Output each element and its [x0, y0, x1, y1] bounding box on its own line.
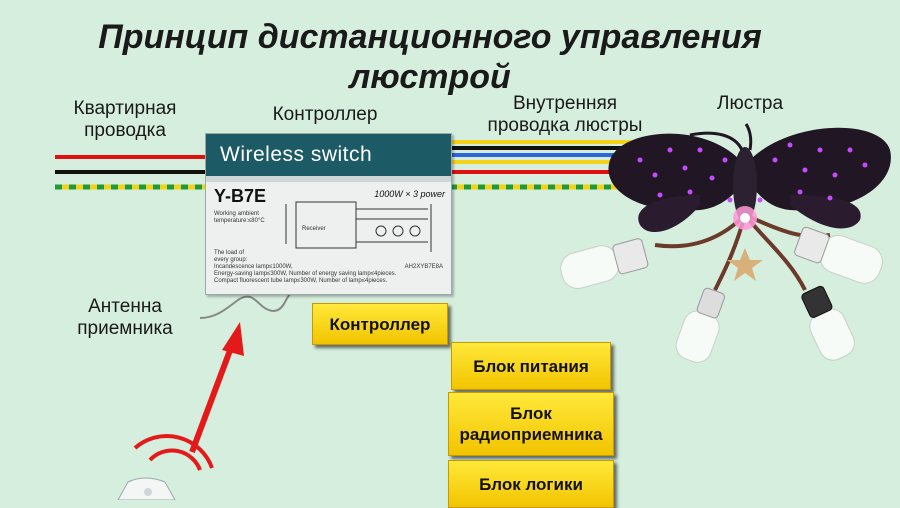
device-spec-text: The load of every group: Incandescence l…	[214, 250, 397, 284]
apartment-wiring-label: Квартирная проводка	[73, 98, 177, 141]
inner-wiring-label: Внутренняя проводка люстры	[487, 93, 643, 136]
diagram-title-line-1: Принцип дистанционного управления	[98, 18, 762, 56]
chandelier-label: Люстра	[716, 93, 784, 114]
receiver-text: Receiver	[302, 226, 326, 232]
device-model: Y-B7E	[214, 186, 267, 206]
chandelier-wires	[450, 140, 640, 190]
remote-signal-waves	[133, 434, 214, 471]
controller-tag: Контроллер	[312, 303, 448, 345]
logic-unit-tag: Блок логики	[448, 460, 614, 508]
apartment-wires	[55, 155, 207, 190]
wireless-switch-device: Wireless switch Y-B7E 1000W × 3 power Wo…	[205, 133, 452, 295]
radio-receiver-unit-tag: Блок радиоприемника	[448, 392, 614, 456]
remote-control	[117, 477, 176, 500]
antenna-label: Антенна приемника	[77, 296, 173, 339]
controller-label: Контроллер	[272, 104, 378, 125]
signal-arrow	[189, 322, 244, 454]
chandelier-image	[560, 123, 891, 363]
device-ambient-note: Working ambient temperature:≤80°C	[214, 211, 265, 224]
device-stripe	[206, 176, 451, 182]
diagram-title-line-2: люстрой	[349, 58, 511, 96]
device-circuit-schematic: Receiver	[285, 201, 432, 252]
device-header-text: Wireless switch	[220, 143, 373, 166]
device-power-rating: 1000W × 3 power	[374, 189, 445, 199]
device-code: AH2XYB7E8A	[404, 264, 443, 270]
device-header: Wireless switch	[206, 134, 451, 176]
power-unit-tag: Блок питания	[451, 342, 611, 390]
